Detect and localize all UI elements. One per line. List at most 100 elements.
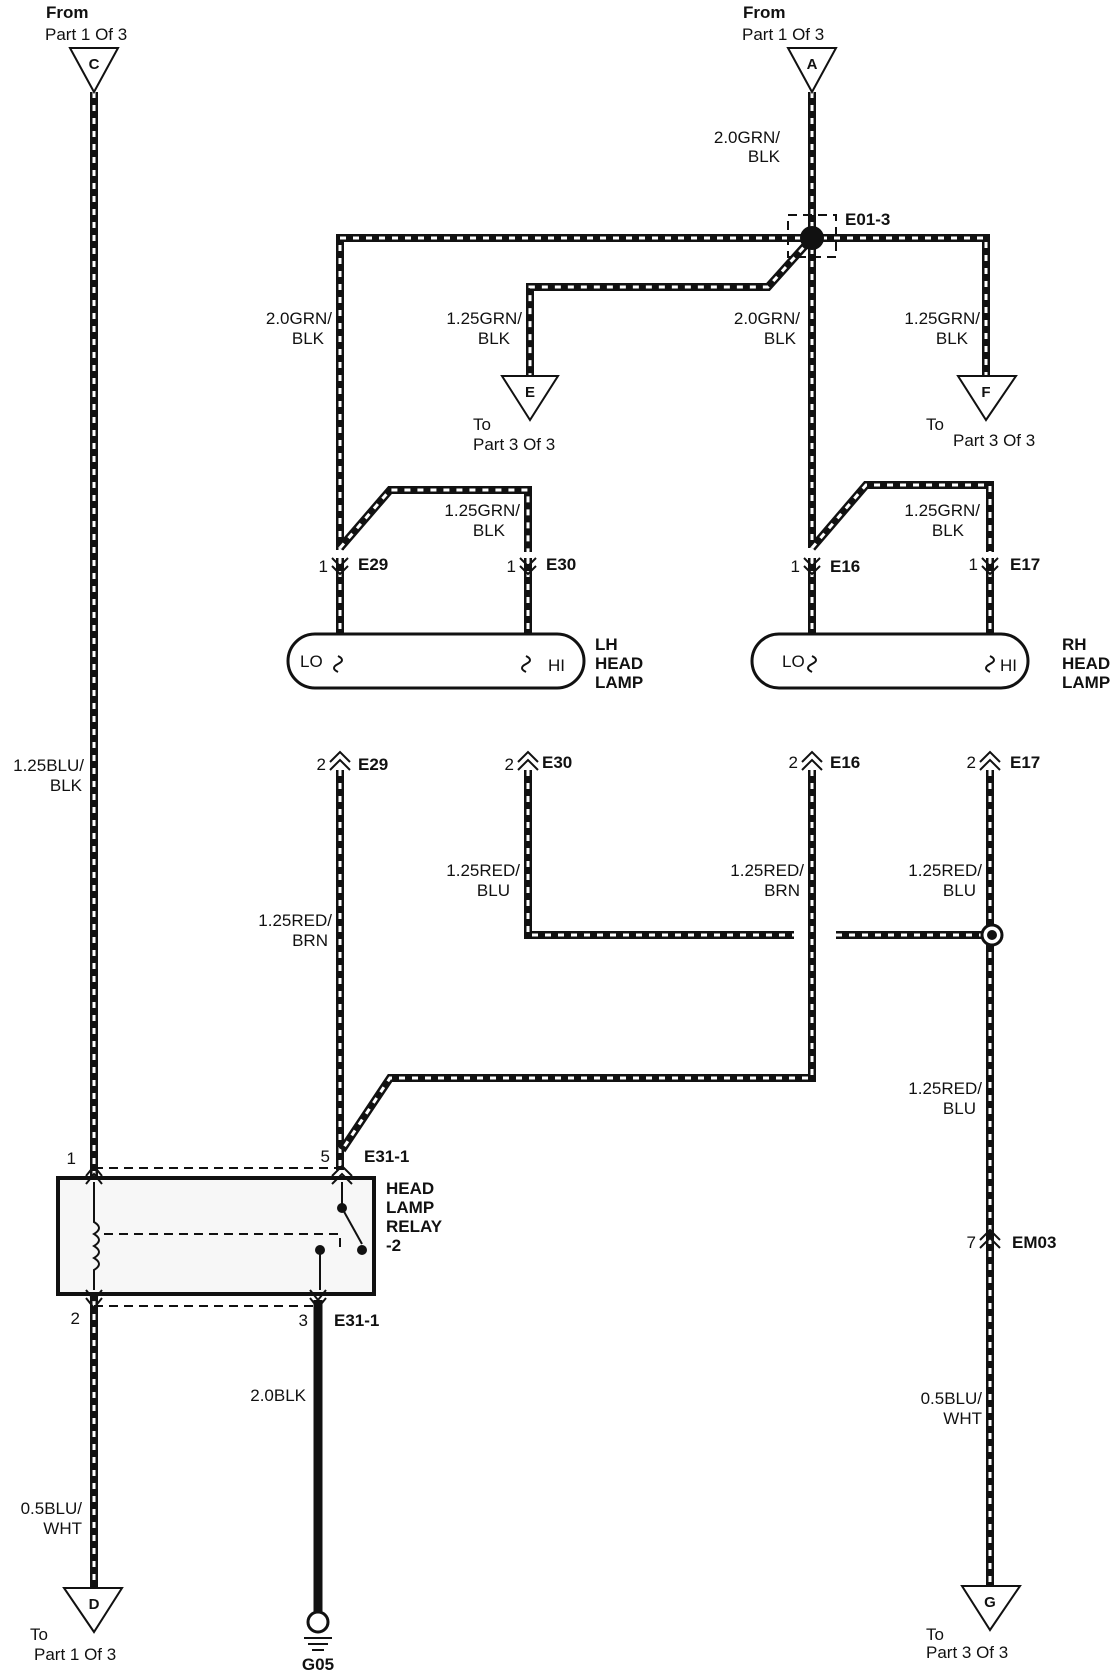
- wire-label: BLK: [764, 329, 797, 348]
- pin-e29-top: 1 E29: [319, 555, 389, 576]
- svg-text:To: To: [926, 1625, 944, 1644]
- svg-text:RH: RH: [1062, 635, 1087, 654]
- svg-text:Part 3 Of 3: Part 3 Of 3: [926, 1643, 1008, 1662]
- wire-label: 2.0GRN/: [734, 309, 800, 328]
- relay-pin-1: 1: [67, 1149, 76, 1168]
- svg-text:2: 2: [505, 755, 514, 774]
- pin-e29-bot: 2 E29: [317, 750, 388, 774]
- svg-text:Part 1 Of 3: Part 1 Of 3: [34, 1645, 116, 1664]
- svg-text:Part 1 Of 3: Part 1 Of 3: [45, 25, 127, 44]
- wire-label: BRN: [764, 881, 800, 900]
- svg-text:HEAD: HEAD: [1062, 654, 1110, 673]
- wire-label: 1.25RED/: [908, 1079, 982, 1098]
- wire-label: 1.25RED/: [730, 861, 804, 880]
- wire-label: BLK: [473, 521, 506, 540]
- lh-hi-label: HI: [548, 656, 565, 675]
- wire-label: 0.5BLU/: [21, 1499, 83, 1518]
- pin-e30-top: 1 E30: [507, 555, 577, 576]
- wire-lh-hi-return[interactable]: [524, 770, 794, 939]
- ground-g05[interactable]: G05: [302, 1610, 334, 1674]
- connector-a[interactable]: From Part 1 Of 3 A: [742, 3, 838, 95]
- wire-label: 1.25GRN/: [904, 501, 980, 520]
- connector-g[interactable]: G To Part 3 Of 3: [926, 1585, 1022, 1662]
- wire-label: 2.0GRN/: [714, 128, 780, 147]
- svg-text:HEAD: HEAD: [386, 1179, 434, 1198]
- connector-f[interactable]: F To Part 3 Of 3: [926, 375, 1035, 450]
- wire-label: BLK: [50, 776, 83, 795]
- pin-e17-top: 1 E17: [969, 555, 1040, 576]
- svg-text:To: To: [30, 1625, 48, 1644]
- head-lamp-relay[interactable]: 1 5 E31-1 2 3 E31-1 HEAD LAMP RELAY -2: [56, 1147, 443, 1330]
- svg-text:To: To: [473, 415, 491, 434]
- relay-pin-5-name: E31-1: [364, 1147, 409, 1166]
- svg-text:E30: E30: [542, 753, 572, 772]
- wire-label: BLK: [932, 521, 965, 540]
- svg-text:2: 2: [317, 755, 326, 774]
- connector-e[interactable]: E To Part 3 Of 3: [473, 375, 560, 454]
- svg-text:D: D: [89, 1596, 100, 1613]
- svg-text:E17: E17: [1010, 555, 1040, 574]
- svg-text:LAMP: LAMP: [1062, 673, 1110, 692]
- wire-label: BLU: [943, 1099, 976, 1118]
- svg-text:To: To: [926, 415, 944, 434]
- svg-text:E29: E29: [358, 555, 388, 574]
- lh-lo-label: LO: [300, 652, 323, 671]
- wire-label: WHT: [43, 1519, 82, 1538]
- svg-text:RELAY: RELAY: [386, 1217, 443, 1236]
- pin-e16-bot: 2 E16: [789, 750, 860, 772]
- wire-label: WHT: [943, 1409, 982, 1428]
- svg-text:1: 1: [791, 557, 800, 576]
- svg-text:F: F: [981, 384, 990, 401]
- svg-text:-2: -2: [386, 1236, 401, 1255]
- svg-text:1: 1: [319, 557, 328, 576]
- svg-text:E16: E16: [830, 557, 860, 576]
- wire-label: 2.0BLK: [250, 1386, 306, 1405]
- wires: [90, 92, 994, 1618]
- svg-text:2: 2: [967, 753, 976, 772]
- lh-head-lamp[interactable]: LO HI LH HEAD LAMP: [286, 632, 643, 692]
- svg-text:LAMP: LAMP: [595, 673, 643, 692]
- wire-label: 1.25RED/: [258, 911, 332, 930]
- wire-label: 1.25RED/: [446, 861, 520, 880]
- pin-e30-bot: 2 E30: [505, 750, 572, 774]
- splice-label: E01-3: [845, 210, 890, 229]
- svg-text:From: From: [46, 3, 89, 22]
- splice-e01-3[interactable]: E01-3: [787, 210, 890, 258]
- rh-lo-label: LO: [782, 652, 805, 671]
- svg-text:Part 1 Of 3: Part 1 Of 3: [742, 25, 824, 44]
- svg-text:C: C: [89, 56, 100, 73]
- svg-text:2: 2: [789, 753, 798, 772]
- wire-labels: 2.0GRN/ BLK 2.0GRN/ BLK 1.25GRN/ BLK 2.0…: [13, 128, 982, 1538]
- wire-label: 0.5BLU/: [921, 1389, 983, 1408]
- relay-pin-3-name: E31-1: [334, 1311, 379, 1330]
- pin-em03: 7 EM03: [967, 1228, 1056, 1252]
- svg-text:HEAD: HEAD: [595, 654, 643, 673]
- wire-e-branch[interactable]: [526, 235, 815, 375]
- wire-label: BLK: [478, 329, 511, 348]
- svg-text:1: 1: [969, 555, 978, 574]
- ground-label: G05: [302, 1655, 334, 1674]
- svg-text:G: G: [984, 1594, 996, 1611]
- wire-rh-lo-return[interactable]: [338, 770, 816, 1153]
- svg-text:From: From: [743, 3, 786, 22]
- connector-c[interactable]: From Part 1 Of 3 C: [45, 3, 127, 95]
- wire-label: BLK: [936, 329, 969, 348]
- wire-label: 2.0GRN/: [266, 309, 332, 328]
- svg-text:Part 3 Of 3: Part 3 Of 3: [953, 431, 1035, 450]
- svg-text:LH: LH: [595, 635, 618, 654]
- relay-pin-2: 2: [71, 1309, 80, 1328]
- svg-text:A: A: [807, 56, 818, 73]
- wire-label: 1.25GRN/: [904, 309, 980, 328]
- svg-text:1: 1: [507, 557, 516, 576]
- svg-text:E: E: [525, 384, 535, 401]
- rh-head-lamp[interactable]: LO HI RH HEAD LAMP: [750, 632, 1110, 692]
- wire-label: 1.25GRN/: [446, 309, 522, 328]
- wire-label: BRN: [292, 931, 328, 950]
- svg-text:Part 3 Of 3: Part 3 Of 3: [473, 435, 555, 454]
- svg-text:EM03: EM03: [1012, 1233, 1056, 1252]
- svg-text:E16: E16: [830, 753, 860, 772]
- svg-text:E17: E17: [1010, 753, 1040, 772]
- pin-e17-bot: 2 E17: [967, 750, 1040, 772]
- connector-d[interactable]: D To Part 1 Of 3: [30, 1587, 124, 1664]
- relay-pin-3: 3: [299, 1311, 308, 1330]
